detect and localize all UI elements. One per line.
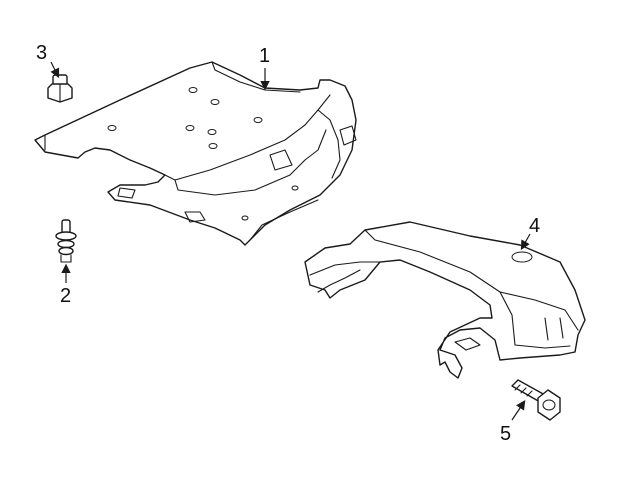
callout-5: 5 xyxy=(500,423,511,445)
callout-4: 4 xyxy=(529,215,540,237)
callout-2: 2 xyxy=(60,285,71,307)
leader-3 xyxy=(50,61,60,79)
callout-3: 3 xyxy=(36,42,47,64)
callout-1: 1 xyxy=(259,45,270,67)
lamp-part-4 xyxy=(304,221,586,379)
clip-part-2 xyxy=(55,219,77,263)
panel-part-1 xyxy=(34,61,357,246)
retainer-part-3 xyxy=(47,74,73,103)
leader-4 xyxy=(520,233,531,251)
bolt-part-5 xyxy=(511,379,561,421)
leader-5 xyxy=(511,400,526,421)
